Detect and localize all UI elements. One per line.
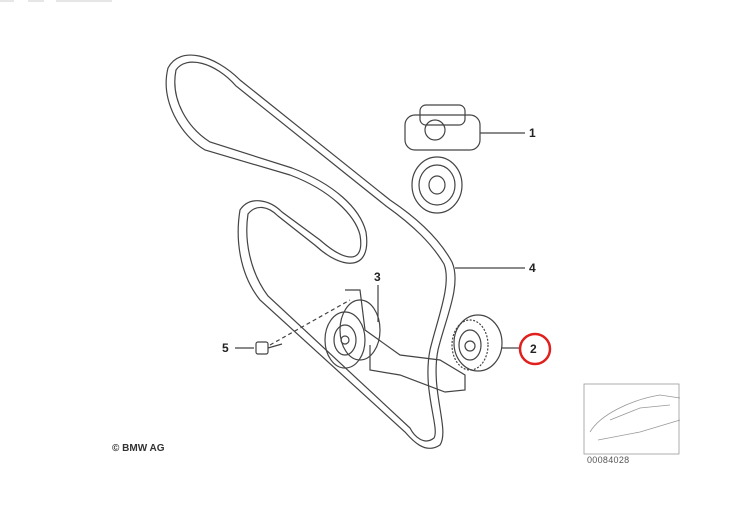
copyright: © BMW AG	[112, 443, 165, 454]
tensioner	[404, 104, 525, 214]
guide-pulley	[269, 285, 466, 393]
callout-2[interactable]: 2	[530, 342, 537, 356]
bolt	[235, 341, 283, 355]
highlight-circle	[518, 332, 552, 366]
callout-4[interactable]: 4	[529, 261, 536, 275]
diagram-number: 00084028	[587, 455, 630, 465]
callout-3[interactable]: 3	[374, 270, 381, 284]
belt	[165, 54, 456, 449]
car-thumbnail	[583, 383, 681, 455]
idler-pulley	[451, 314, 520, 372]
callout-1[interactable]: 1	[529, 126, 536, 140]
callout-5[interactable]: 5	[222, 341, 229, 355]
